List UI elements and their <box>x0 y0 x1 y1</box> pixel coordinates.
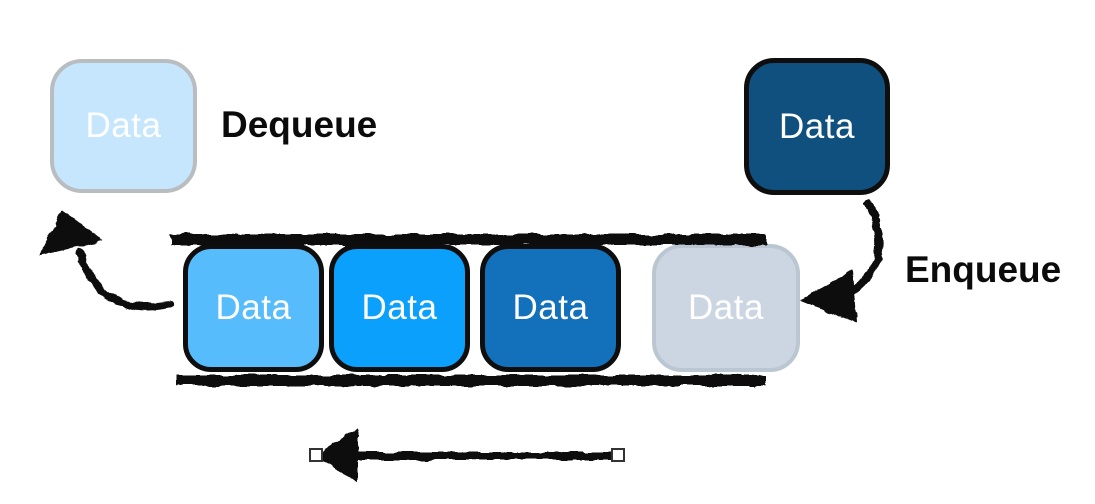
incoming-data-box: Data <box>744 58 890 195</box>
queue-item-3-label: Data <box>512 288 589 327</box>
queue-item-1: Data <box>183 244 324 372</box>
enqueue-label: Enqueue <box>905 249 1062 290</box>
incoming-data-box-label: Data <box>779 106 855 146</box>
queue-item-4-label: Data <box>688 288 764 327</box>
queue-item-2: Data <box>329 244 470 372</box>
queue-item-4-incoming-slot: Data <box>652 244 800 372</box>
queue-item-3: Data <box>480 244 621 372</box>
dequeued-data-box: Data <box>50 59 197 193</box>
queue-item-2-label: Data <box>361 288 438 327</box>
dequeued-data-box-label: Data <box>85 106 162 145</box>
queue-item-1-label: Data <box>215 288 292 327</box>
dequeue-label: Dequeue <box>221 104 378 145</box>
